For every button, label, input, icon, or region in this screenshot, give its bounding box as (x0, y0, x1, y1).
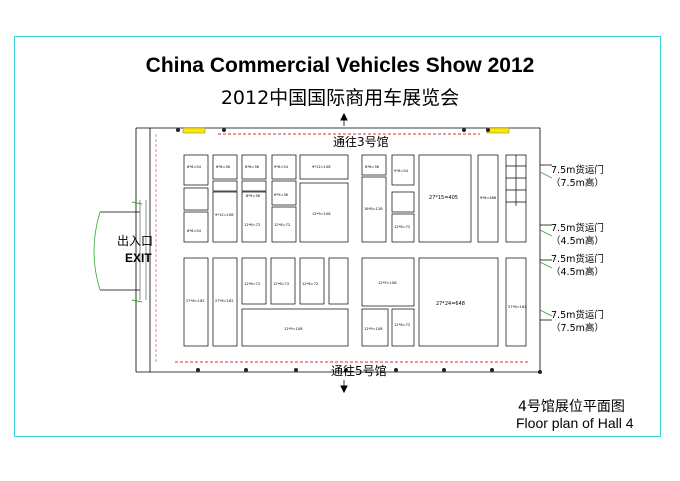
booth (391, 308, 415, 347)
booth (271, 206, 297, 243)
booth (183, 154, 209, 186)
booth (241, 191, 267, 243)
booth (361, 176, 387, 243)
gate-3-label: 7.5m货运门 (551, 253, 604, 265)
booth-label: 16*8=128 (364, 207, 383, 211)
caption-english: Floor plan of Hall 4 (516, 415, 634, 431)
booth-label: 8*6=54 (187, 165, 202, 169)
booth-label: 27*15=405 (429, 195, 458, 201)
passage-to-hall-5: 通往5号馆 (331, 363, 387, 378)
booth-label: 27*6=162 (186, 299, 205, 303)
entrance-label-cn: 出入口 (117, 234, 153, 248)
door-top-right (486, 127, 510, 134)
booth (361, 154, 387, 176)
booth-label: 9*6=486 (480, 196, 497, 200)
gate-2-label: 7.5m货运门 (551, 222, 604, 234)
door-top-left (182, 127, 206, 134)
gate-1-label: 7.5m货运门 (551, 164, 604, 176)
gate-2-height: （4.5m高） (551, 235, 604, 247)
booth (212, 154, 238, 180)
booth-label: 12*9=108 (312, 212, 331, 216)
booth (418, 154, 472, 243)
booth-label: 9*6=54 (274, 165, 289, 169)
booth (270, 257, 296, 305)
booth (477, 154, 499, 243)
booth-label: 6*9=36 (274, 193, 289, 197)
booth-label: 27*6=162 (215, 299, 234, 303)
booth-label: 9*12=108 (312, 165, 331, 169)
booth (391, 154, 415, 186)
booth-label: 12*6=72 (302, 282, 318, 286)
booth-label: 27*24=648 (436, 301, 465, 307)
booth-label: 12*6=72 (274, 223, 290, 227)
booth (271, 180, 297, 206)
entrance-label-en: EXIT (125, 251, 152, 265)
booth-label: 12*9=108 (378, 281, 397, 285)
booth-label: 6*6=36 (216, 165, 231, 169)
booth (241, 308, 349, 347)
gate-1-height: （7.5m高） (551, 177, 604, 189)
booth-label: 12*9=108 (284, 327, 303, 331)
booth (212, 180, 238, 192)
booth (299, 154, 349, 180)
booth-label: 8*9=36 (246, 194, 261, 198)
booth-label: 12*6=72 (244, 223, 260, 227)
booth (418, 257, 499, 347)
booth (183, 187, 209, 211)
booth-label: 27*6=162 (508, 305, 527, 309)
passage-to-hall-3: 通往3号馆 (333, 134, 389, 149)
booth-label: 6*6=36 (365, 165, 380, 169)
booth-label: 12*9=108 (364, 327, 383, 331)
title-chinese: 2012中国国际商用车展览会 (220, 87, 460, 109)
booth (212, 257, 238, 347)
booth (183, 257, 209, 347)
booth (505, 257, 527, 347)
booth (361, 257, 415, 307)
booth (241, 180, 267, 192)
booth-label: 8*6=54 (187, 229, 202, 233)
booth (241, 154, 267, 180)
caption-chinese: 4号馆展位平面图 (518, 399, 625, 415)
gate-4-label: 7.5m货运门 (551, 309, 604, 321)
booth (391, 191, 415, 213)
booth (328, 257, 349, 305)
title-english: China Commercial Vehicles Show 2012 (145, 54, 535, 77)
booth (212, 191, 238, 243)
booth (299, 182, 349, 243)
booth (299, 257, 325, 305)
booth-label: 12*6=72 (273, 282, 289, 286)
booth (391, 213, 415, 243)
booth-label: 9*6=54 (394, 169, 409, 173)
gate-3-height: （4.5m高） (551, 266, 604, 278)
booth-label: 12*6=72 (394, 323, 410, 327)
booth (183, 211, 209, 243)
booth-label: 9*12=108 (215, 213, 234, 217)
booth (271, 154, 297, 180)
booth-label: 6*6=36 (245, 165, 260, 169)
booth-label: 12*6=72 (394, 225, 410, 229)
booth-label: 12*6=72 (244, 282, 260, 286)
booth (241, 257, 267, 305)
booth (361, 308, 389, 347)
gate-4-height: （7.5m高） (551, 322, 604, 334)
drawing-frame (14, 36, 661, 437)
